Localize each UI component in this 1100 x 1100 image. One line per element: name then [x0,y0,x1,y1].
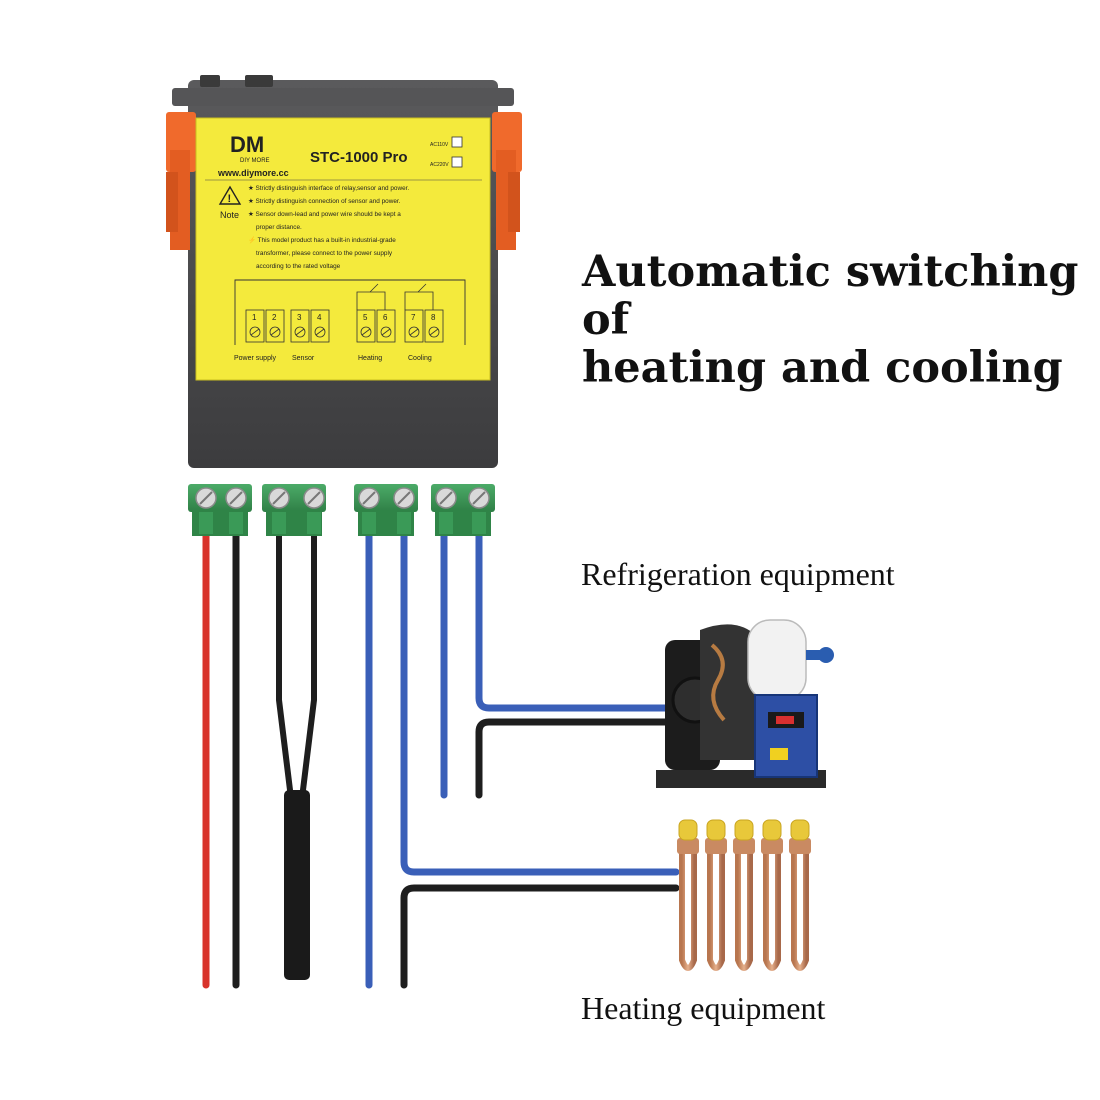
device-top-rim [172,88,514,106]
caption-heating: Heating equipment [581,990,826,1026]
voltage-label-110: AC110V [430,142,449,148]
model-name: STC-1000 Pro [310,149,408,166]
chiller-warning-label [770,748,788,760]
group-label-power: Power supply [234,355,277,362]
heating-wire-black [400,884,680,989]
note-label: Note [220,210,239,220]
sensor-probe [284,790,310,980]
note-line: transformer, please connect to the power… [256,250,393,257]
chiller-coil [700,624,760,760]
cooling-wire-blue [475,531,680,712]
screw-icon [294,326,306,338]
chiller-display-digits [776,716,794,724]
terminal-number-box: 1 [245,309,265,343]
wires [202,531,680,989]
notes-block: ★ Strictly distinguish interface of rela… [248,185,409,270]
terminal-number: 4 [317,313,322,322]
heater-tube [761,819,783,971]
website-text: www.diymore.cc [217,168,289,178]
note-line: according to the rated voltage [256,263,341,270]
note-line: ★ Strictly distinguish interface of rela… [248,185,409,192]
terminal-number-box: 7 [404,309,424,343]
note-line: ⚡ This model product has a built-in indu… [248,236,396,244]
label-panel [195,117,491,381]
terminal-number: 3 [297,313,302,322]
sensor-wire [300,532,317,793]
headline-line-2: heating and cooling [582,343,1063,393]
terminal-number: 5 [363,313,368,322]
heater-tube [677,819,699,971]
screw-icon [428,326,440,338]
screw-icon [408,326,420,338]
voltage-checkbox-110 [451,136,463,148]
brand-logo: DM [230,132,264,157]
sensor-wire [276,532,293,793]
chiller-tank [747,619,807,701]
heater-tube [789,819,811,971]
terminal-number-box: 5 [356,309,376,343]
heater-tube [733,819,755,971]
terminal-number-box: 2 [265,309,285,343]
voltage-label-220: AC220V [430,162,449,168]
thermostat-device: DM DIY MORE www.diymore.cc STC-1000 Pro … [166,75,522,468]
heater-tube [705,819,727,971]
terminal-box-row: 1 2 3 4 5 6 7 8 [245,309,444,343]
note-line: ★ Strictly distinguish connection of sen… [248,198,401,205]
top-button [245,75,273,87]
refrigeration-unit-illustration [656,619,834,788]
group-label-heating: Heating [358,355,382,362]
terminal-number: 6 [383,313,388,322]
brand-subtitle: DIY MORE [240,158,270,164]
note-line: ★ Sensor down-lead and power wire should… [248,211,401,218]
relay-switch-icon [404,283,434,310]
mounting-clip-left [166,112,196,250]
terminal-number-box: 6 [376,309,396,343]
relay-switch-icon [356,283,386,310]
screw-terminal-icon [431,484,495,536]
terminal-number-box: 4 [310,309,330,343]
caption-refrigeration: Refrigeration equipment [581,556,895,592]
schematic-outline [234,279,466,345]
screw-terminal-icon [354,484,418,536]
screw-terminal-row [188,484,495,536]
top-button [200,75,220,87]
cooling-wire-black [475,718,680,799]
screw-terminal-icon [188,484,252,536]
heating-wire-blue [400,531,680,876]
screw-icon [249,326,261,338]
warning-triangle-icon: ! [218,185,242,205]
screw-icon [360,326,372,338]
svg-text:!: ! [228,193,232,205]
headline: Automatic switching of heating and cooli… [582,248,1082,392]
screw-icon [314,326,326,338]
terminal-number: 7 [411,313,416,322]
screw-terminal-icon [262,484,326,536]
group-label-cooling: Cooling [408,355,432,362]
terminal-number: 8 [431,313,436,322]
chiller-pipe [710,643,726,722]
voltage-checkbox-220 [451,156,463,168]
screw-icon [380,326,392,338]
terminal-number: 2 [272,313,277,322]
chiller-valve-pipe [806,650,826,660]
note-line: proper distance. [256,224,302,231]
heating-elements-illustration [677,819,811,971]
headline-line-1: Automatic switching of [582,247,1079,345]
terminal-number: 1 [252,313,257,322]
chiller-control-box [754,694,818,778]
terminal-number-box: 8 [424,309,444,343]
mounting-clip-right [492,112,522,250]
group-label-sensor: Sensor [292,355,315,362]
terminal-number-box: 3 [290,309,310,343]
screw-icon [269,326,281,338]
